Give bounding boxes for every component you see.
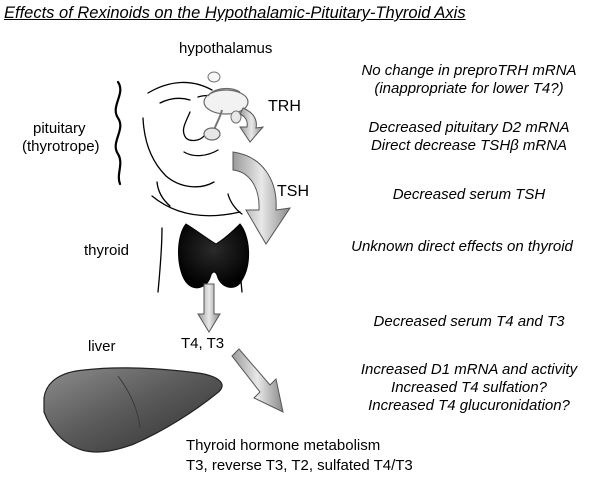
metabolism-arrow [231, 348, 284, 413]
label-thyrotrope: (thyrotrope) [22, 138, 100, 155]
t4t3-arrow [197, 283, 221, 333]
effect-liver: Increased D1 mRNA and activity Increased… [335, 361, 601, 415]
pituitary-bracket [114, 80, 122, 186]
label-hypothalamus: hypothalamus [179, 40, 273, 57]
pituitary-gland-drawing [203, 71, 249, 141]
effect-thyroid: Unknown direct effects on thyroid [323, 238, 601, 256]
effect-pituitary-line: Direct decrease TSHβ mRNA [370, 137, 568, 154]
effect-t4t3-line: Decreased serum T4 and T3 [373, 313, 565, 330]
effect-tsh: Decreased serum TSH [335, 186, 601, 204]
thyroid-gland [178, 223, 249, 289]
label-trh: TRH [268, 98, 301, 115]
label-metabolism-products: T3, reverse T3, T2, sulfated T4/T3 [186, 457, 413, 474]
effect-thyroid-line: Unknown direct effects on thyroid [351, 238, 573, 255]
effect-hypothalamus-line: (inappropriate for lower T4?) [374, 80, 564, 97]
label-liver: liver [88, 338, 116, 355]
effect-hypothalamus-line: No change in preproTRH mRNA [361, 62, 577, 79]
label-pituitary: pituitary [33, 120, 86, 137]
effect-pituitary-line: Decreased pituitary D2 mRNA [368, 119, 570, 136]
effect-liver-line: Increased T4 glucuronidation? [368, 397, 570, 414]
effect-hypothalamus: No change in preproTRH mRNA (inappropria… [335, 62, 601, 98]
effect-tsh-line: Decreased serum TSH [392, 186, 546, 203]
effect-liver-line: Increased D1 mRNA and activity [360, 361, 578, 378]
tsh-arrow [232, 151, 292, 245]
liver-drawing [43, 367, 223, 453]
label-t4t3: T4, T3 [181, 335, 225, 352]
label-tsh: TSH [277, 183, 309, 200]
figure-title: Effects of Rexinoids on the Hypothalamic… [4, 4, 466, 22]
effect-pituitary: Decreased pituitary D2 mRNA Direct decre… [335, 119, 601, 155]
trh-arrow [239, 107, 265, 143]
effect-t4t3: Decreased serum T4 and T3 [335, 313, 601, 331]
effect-liver-line: Increased T4 sulfation? [391, 379, 547, 396]
label-thyroid: thyroid [84, 242, 130, 259]
label-metabolism-title: Thyroid hormone metabolism [186, 437, 381, 454]
